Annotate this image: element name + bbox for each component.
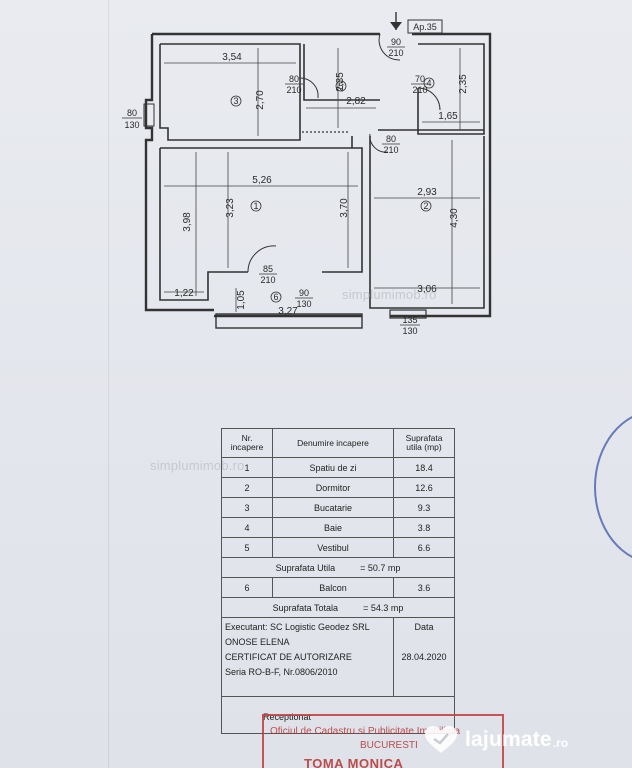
utila-value: = 50.7 mp (360, 562, 401, 573)
room-number-6: 6 (273, 292, 278, 302)
svg-text:130: 130 (296, 299, 311, 309)
dim-3-27: 3,27 (278, 306, 298, 317)
svg-text:210: 210 (286, 85, 301, 95)
dim-2-35-baie: 2,35 (458, 74, 469, 94)
totala-label: Suprafata Totala (272, 602, 339, 613)
svg-text:70: 70 (415, 74, 425, 84)
table-row: 4 Baie 3.8 (221, 517, 455, 538)
svg-text:210: 210 (260, 275, 275, 285)
dim-4-30: 4,30 (449, 208, 460, 228)
scan-artifact (108, 0, 109, 768)
entry-arrow-icon (390, 12, 402, 30)
table-row: 5 Vestibul 6.6 (221, 537, 455, 558)
executant-text: Executant: SC Logistic Geodez SRL (225, 622, 370, 632)
room-number-2: 2 (423, 201, 428, 211)
table-header-row: Nr. incapere Denumire incapere Suprafata… (221, 428, 455, 458)
dim-3-23: 3,23 (225, 198, 236, 218)
svg-text:80: 80 (289, 74, 299, 84)
room-number-4: 4 (426, 78, 431, 88)
window-left-dims: 80 130 (122, 108, 142, 130)
header-denumire: Denumire incapere (272, 428, 394, 458)
dim-3-70: 3,70 (339, 198, 350, 218)
svg-text:85: 85 (263, 264, 273, 274)
svg-text:210: 210 (388, 48, 403, 58)
header-suprafata: Suprafata utila (mp) (393, 428, 455, 458)
svg-text:90: 90 (391, 37, 401, 47)
window-balcon-dims: 90 130 (295, 288, 313, 309)
table-row: 2 Dormitor 12.6 (221, 477, 455, 498)
date-value: 28.04.2020 (401, 652, 447, 662)
dim-2-82: 2,82 (346, 96, 366, 107)
dim-2-93: 2,93 (417, 187, 437, 198)
suprafata-totala-row: Suprafata Totala = 54.3 mp (221, 597, 455, 618)
suprafata-utila-row: Suprafata Utila = 50.7 mp (221, 557, 455, 578)
door-balcon-dims: 85 210 (259, 264, 277, 285)
table-row: 3 Bucatarie 9.3 (221, 497, 455, 518)
utila-label: Suprafata Utila (275, 562, 336, 573)
logo-tld: .ro (552, 736, 569, 750)
apartment-label: Ap.35 (413, 22, 437, 32)
header-nr: Nr. incapere (221, 428, 273, 458)
room-area-table: Nr. incapere Denumire incapere Suprafata… (221, 428, 455, 734)
person-name: ONOSE ELENA (225, 637, 290, 647)
floor-plan: Ap.35 3,54 2,70 2,35 2,82 2,35 1,65 5,26… (122, 12, 492, 336)
stamp-city: BUCURESTI (360, 740, 418, 751)
watermark-table: simplumimob.ro (150, 458, 245, 473)
heart-logo-icon (423, 725, 459, 755)
table-row: 1 Spatiu de zi 18.4 (221, 457, 455, 478)
window-right-dims: 135 130 (400, 315, 420, 336)
dim-3-54: 3,54 (222, 52, 242, 63)
svg-text:80: 80 (386, 134, 396, 144)
watermark-plan: simplumimob.ro (342, 287, 437, 302)
dim-1-65: 1,65 (438, 111, 458, 122)
dim-5-26: 5,26 (252, 175, 272, 186)
room-number-1: 1 (253, 201, 258, 211)
svg-text:135: 135 (402, 315, 417, 325)
table-row-balcon: 6 Balcon 3.6 (221, 577, 455, 598)
dim-1-22: 1,22 (174, 288, 194, 299)
room-number-3: 3 (233, 96, 238, 106)
svg-text:80: 80 (127, 108, 137, 118)
door-bucatarie-dims: 80 210 (285, 74, 303, 95)
dim-3-06: 3,06 (417, 284, 437, 295)
date-label: Data (414, 622, 434, 632)
totala-value: = 54.3 mp (363, 602, 404, 613)
red-stamp: Oficiul de Cadastru si Publicitate Imobi… (262, 714, 504, 768)
executant-row: Executant: SC Logistic Geodez SRL ONOSE … (221, 617, 455, 697)
stamp-person: TOMA MONICA (304, 756, 404, 768)
blue-stamp (594, 410, 632, 564)
dim-2-70: 2,70 (255, 90, 266, 110)
lajumate-logo: lajumate .ro (423, 722, 568, 758)
logo-name: lajumate (465, 728, 552, 751)
svg-text:90: 90 (299, 288, 309, 298)
svg-text:130: 130 (402, 326, 417, 336)
svg-text:210: 210 (412, 85, 427, 95)
door-top-dims: 90 210 (387, 37, 405, 58)
svg-text:210: 210 (383, 145, 398, 155)
stamp-office: Oficiul de Cadastru si Publicitate Imobi… (270, 726, 461, 737)
dim-1-05: 1,05 (236, 290, 247, 310)
receptionat-label: Receptionat (263, 712, 312, 722)
series-text: Seria RO-B-F, Nr.0806/2010 (225, 667, 338, 677)
dim-2-35-vestibul: 2,35 (335, 72, 346, 92)
certificate-text: CERTIFICAT DE AUTORIZARE (225, 652, 352, 662)
room-number-5: 5 (338, 81, 343, 91)
svg-text:130: 130 (124, 120, 139, 130)
door-baie-dims: 70 210 (411, 74, 429, 95)
dim-3-98: 3,98 (182, 212, 193, 232)
door-dormitor-dims: 80 210 (382, 134, 400, 155)
